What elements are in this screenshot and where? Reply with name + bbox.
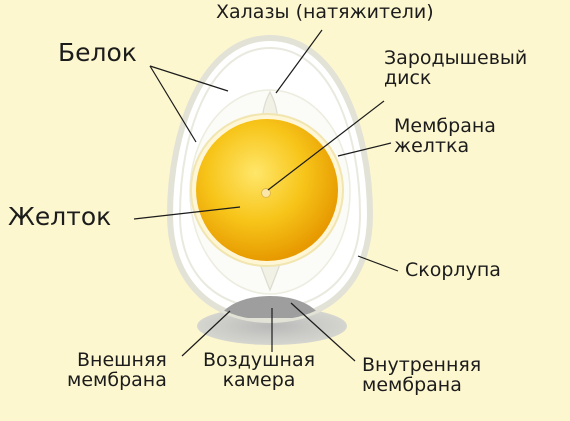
label-albumen: Белок: [58, 38, 137, 67]
air-cell: [218, 296, 322, 318]
label-air-cell: Воздушная камера: [203, 349, 316, 391]
leader-germinal-disc: [267, 100, 385, 191]
label-germinal-disc-line2: диск: [384, 66, 432, 89]
label-chalazae: Халазы (натяжители): [216, 1, 434, 23]
leader-albumen-2: [149, 65, 197, 143]
leader-yolk-membrane: [337, 142, 392, 157]
label-inner-membrane-line2: мембрана: [362, 373, 462, 396]
label-air-cell-line1: Воздушная: [203, 349, 316, 371]
leader-chalazae: [275, 29, 323, 94]
leader-shell: [357, 255, 399, 272]
label-outer-membrane-line1: Внешняя: [77, 349, 167, 371]
label-inner-membrane-line1: Внутренняя: [362, 354, 482, 376]
leader-outer-membrane: [181, 310, 231, 357]
label-germinal-disc: Зародышевый диск: [384, 47, 528, 89]
leader-albumen-1: [149, 65, 229, 92]
label-outer-membrane-line2: мембрана: [67, 368, 167, 391]
label-yolk-membrane: Мембрана желтка: [394, 115, 496, 157]
label-yolk-membrane-line1: Мембрана: [394, 115, 496, 137]
leader-yolk: [133, 206, 241, 220]
label-shell: Скорлупа: [405, 259, 501, 281]
leader-inner-membrane: [290, 302, 356, 362]
label-air-cell-line2: камера: [222, 368, 296, 391]
label-yolk-membrane-line2: желтка: [394, 134, 470, 157]
label-germinal-disc-line1: Зародышевый: [384, 47, 528, 69]
germinal-disc: [261, 188, 271, 198]
label-yolk: Желток: [8, 202, 112, 231]
leader-lines: [133, 29, 399, 362]
label-outer-membrane: Внешняя мембрана: [67, 349, 167, 391]
label-inner-membrane: Внутренняя мембрана: [362, 354, 482, 396]
